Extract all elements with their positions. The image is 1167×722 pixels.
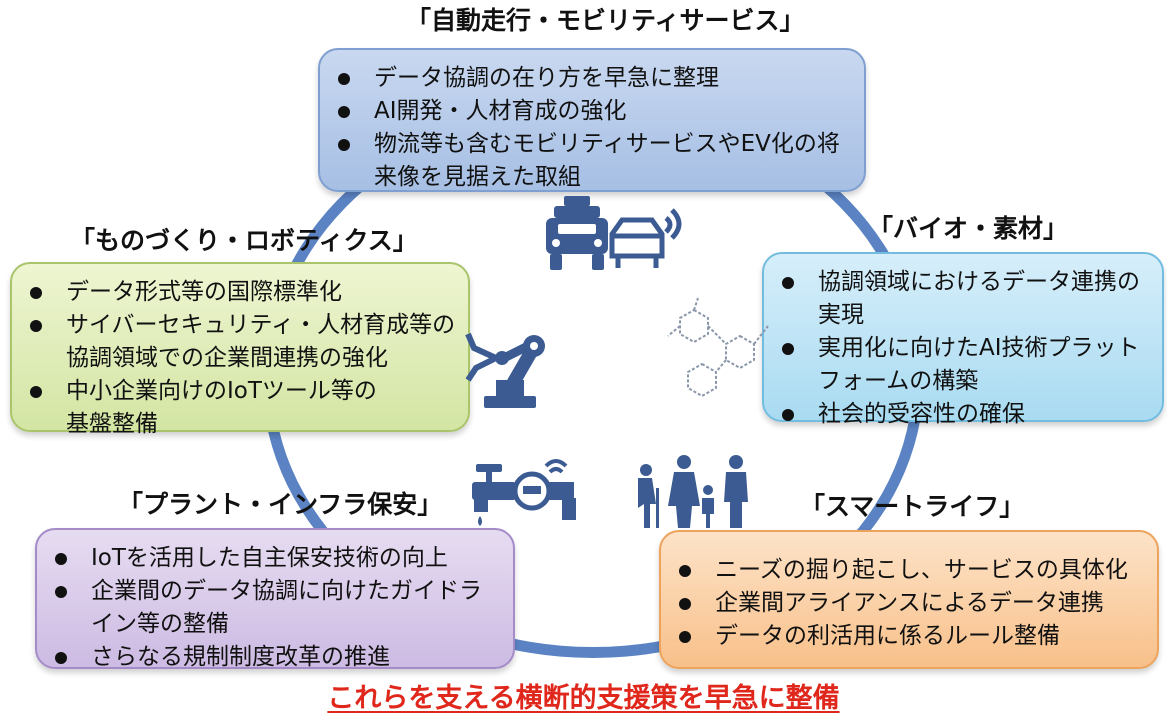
list-item: 社会的受容性の確保 [778, 398, 1148, 431]
list-item-text: データの利活用に係るルール整備 [715, 623, 1060, 649]
list-item-text: データ協調の在り方を早急に整理 [374, 65, 719, 91]
heading-plant: 「プラント・インフラ保安」 [118, 490, 443, 519]
bullet-icon [679, 565, 691, 577]
list-item-text: 企業間のデータ協調に向けたガイドラ [91, 578, 482, 604]
heading-smartlife: 「スマートライフ」 [800, 492, 1025, 521]
list-item: 企業間アライアンスによるデータ連携 [675, 587, 1143, 620]
list-item-text: 基盤整備 [66, 411, 158, 437]
list-item: AI開発・人材育成の強化 [334, 95, 850, 128]
list-item: 物流等も含むモビリティサービスやEV化の将来像を見据えた取組 [334, 128, 850, 194]
list-item-text: 来像を見据えた取組 [374, 164, 581, 190]
list-item: 実用化に向けたAI技術プラットフォームの構築 [778, 332, 1148, 398]
mobility-box: データ協調の在り方を早急に整理 AI開発・人材育成の強化物流等も含むモビリティサー… [318, 48, 866, 192]
bullet-icon [30, 287, 42, 299]
manufacturing-list: データ形式等の国際標準化サイバーセキュリティ・人材育成等の協調領域での企業間連携… [26, 276, 456, 441]
list-item-text: 実用化に向けたAI技術プラット [818, 335, 1140, 361]
list-item: データ協調の在り方を早急に整理 [334, 62, 850, 95]
bullet-icon [30, 320, 42, 332]
list-item-text: IoTを活用した自主保安技術の向上 [91, 545, 448, 571]
list-item-text: 社会的受容性の確保 [818, 401, 1025, 427]
list-item: 中小企業向けのIoTツール等の基盤整備 [26, 375, 454, 441]
smartlife-list: ニーズの掘り起こし、サービスの具体化企業間アライアンスによるデータ連携データの利… [675, 554, 1143, 653]
bullet-icon [782, 277, 794, 289]
list-item-text: 中小企業向けのIoTツール等の [66, 378, 377, 404]
list-item-text: 企業間アライアンスによるデータ連携 [715, 590, 1104, 616]
footer-message: これらを支える横断的支援策を早急に整備 [327, 683, 840, 714]
manufacturing-box: データ形式等の国際標準化サイバーセキュリティ・人材育成等の協調領域での企業間連携… [10, 262, 470, 437]
list-item-text: サイバーセキュリティ・人材育成等の [66, 312, 456, 338]
list-item: データ形式等の国際標準化 [26, 276, 454, 309]
list-item-text: フォームの構築 [818, 368, 979, 394]
cars-icon [546, 196, 682, 270]
list-item: IoTを活用した自主保安技術の向上 [51, 542, 499, 575]
bullet-icon [782, 343, 794, 355]
bullet-icon [679, 598, 691, 610]
list-item-text: データ形式等の国際標準化 [66, 279, 342, 305]
heading-bio: 「バイオ・素材」 [868, 214, 1069, 243]
bio-list: 協調領域におけるデータ連携の実現実用化に向けたAI技術プラットフォームの構築社会… [778, 266, 1148, 431]
bullet-icon [338, 139, 350, 151]
list-item: 企業間のデータ協調に向けたガイドライン等の整備 [51, 575, 499, 641]
list-item-text: さらなる規制制度改革の推進 [91, 644, 390, 670]
list-item: ニーズの掘り起こし、サービスの具体化 [675, 554, 1143, 587]
molecule-icon [667, 297, 769, 398]
faucet-meter-icon [472, 459, 576, 526]
bullet-icon [55, 586, 67, 598]
robot-arm-icon [465, 332, 545, 408]
heading-manufacturing: 「ものづくり・ロボティクス」 [70, 226, 418, 255]
bullet-icon [338, 73, 350, 85]
list-item: 協調領域におけるデータ連携の実現 [778, 266, 1148, 332]
list-item-text: 協調領域におけるデータ連携の [818, 269, 1140, 295]
bullet-icon [30, 386, 42, 398]
smartlife-box: ニーズの掘り起こし、サービスの具体化企業間アライアンスによるデータ連携データの利… [659, 530, 1159, 669]
heading-mobility: 「自動走行・モビリティサービス」 [406, 6, 805, 35]
list-item-text: 協調領域での企業間連携の強化 [66, 345, 388, 371]
bullet-icon [55, 652, 67, 664]
list-item-text: AI開発・人材育成の強化 [374, 98, 627, 124]
family-icon [638, 455, 748, 528]
list-item: データの利活用に係るルール整備 [675, 620, 1143, 653]
list-item: さらなる規制制度改革の推進 [51, 641, 499, 674]
bio-box: 協調領域におけるデータ連携の実現実用化に向けたAI技術プラットフォームの構築社会… [762, 252, 1164, 427]
plant-list: IoTを活用した自主保安技術の向上企業間のデータ協調に向けたガイドライン等の整備… [51, 542, 499, 674]
bullet-icon [679, 631, 691, 643]
bullet-icon [55, 553, 67, 565]
plant-box: IoTを活用した自主保安技術の向上企業間のデータ協調に向けたガイドライン等の整備… [35, 528, 515, 670]
list-item-text: ニーズの掘り起こし、サービスの具体化 [715, 557, 1128, 583]
list-item-text: イン等の整備 [91, 611, 229, 637]
list-item: サイバーセキュリティ・人材育成等の協調領域での企業間連携の強化 [26, 309, 456, 375]
list-item-text: 実現 [818, 302, 864, 328]
list-item-text: 物流等も含むモビリティサービスやEV化の将 [374, 131, 840, 157]
bullet-icon [338, 106, 350, 118]
mobility-list: データ協調の在り方を早急に整理 AI開発・人材育成の強化物流等も含むモビリティサー… [334, 62, 850, 194]
bullet-icon [782, 409, 794, 421]
